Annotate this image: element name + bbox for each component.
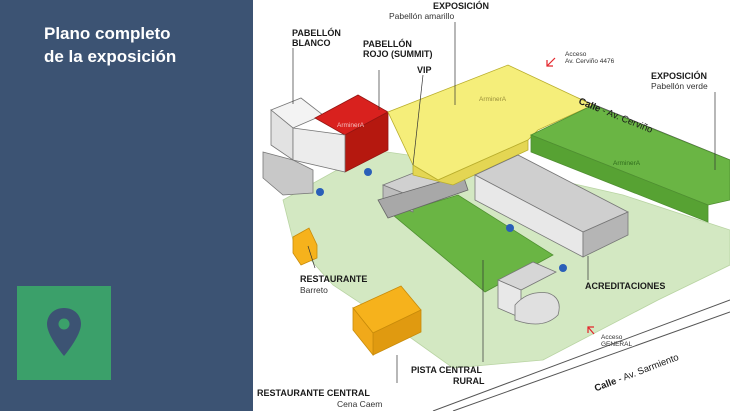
acceso-general-arrow-icon bbox=[587, 326, 595, 335]
label-vip: VIP bbox=[417, 65, 432, 75]
vip-platform bbox=[377, 174, 469, 219]
label-pabellon-rojo-2: ROJO (SUMMIT) bbox=[363, 49, 433, 59]
acreditaciones-side bbox=[582, 211, 629, 258]
leader-lines bbox=[292, 22, 716, 383]
label-expo-amarillo-sub: Pabellón amarillo bbox=[389, 11, 455, 21]
round-building bbox=[514, 292, 560, 325]
label-restaurante-central: RESTAURANTE CENTRAL bbox=[257, 388, 370, 398]
label-restaurante: RESTAURANTE bbox=[300, 274, 368, 284]
pabellon-amarillo-side bbox=[412, 139, 529, 186]
label-acceso-general-1: Acceso bbox=[601, 334, 623, 341]
pabellon-verde-front bbox=[530, 134, 709, 223]
label-pista-1: PISTA CENTRAL bbox=[411, 365, 482, 375]
label-expo-verde: EXPOSICIÓN bbox=[651, 71, 708, 81]
restaurante-central-front bbox=[352, 306, 374, 357]
pabellon-rojo-front bbox=[292, 127, 346, 173]
label-expo-amarillo: EXPOSICIÓN bbox=[433, 1, 490, 11]
pista-central bbox=[392, 194, 554, 293]
page-title-line1: Plano completo bbox=[44, 24, 171, 43]
label-pabellon-blanco-1: PABELLÓN bbox=[292, 28, 341, 38]
label-expo-verde-sub: Pabellón verde bbox=[651, 81, 708, 91]
page-title: Plano completo de la exposición bbox=[44, 22, 244, 68]
location-button[interactable] bbox=[17, 286, 111, 380]
map-pin-icon bbox=[47, 308, 81, 356]
label-acceso-cervino-1: Acceso bbox=[565, 51, 587, 58]
street-sarmiento bbox=[432, 299, 730, 411]
label-restaurante-sub: Barreto bbox=[300, 285, 328, 295]
label-restaurante-central-sub: Cena Caem bbox=[337, 399, 383, 409]
info-markers bbox=[316, 168, 567, 272]
label-pabellon-blanco-2: BLANCO bbox=[292, 38, 331, 48]
logo-amarillo: ArminerA bbox=[479, 96, 507, 103]
acceso-cervino-arrow-icon bbox=[546, 57, 556, 67]
page-title-line2: de la exposición bbox=[44, 47, 177, 66]
logo-rojo: ArminerA bbox=[337, 122, 365, 129]
label-pabellon-rojo-1: PABELLÓN bbox=[363, 39, 412, 49]
label-acceso-general-2: GENERAL bbox=[601, 341, 633, 348]
label-acreditaciones: ACREDITACIONES bbox=[585, 281, 666, 291]
exhibition-map: ArminerA ArminerA ArminerA EXPOSICIÓN Pa… bbox=[253, 0, 730, 411]
label-acceso-cervino-2: Av. Cerviño 4476 bbox=[565, 58, 615, 65]
sidebar-panel: Plano completo de la exposición bbox=[0, 0, 253, 411]
logo-verde: ArminerA bbox=[613, 160, 641, 167]
map-drawing bbox=[262, 22, 730, 411]
label-pista-2: RURAL bbox=[453, 376, 485, 386]
